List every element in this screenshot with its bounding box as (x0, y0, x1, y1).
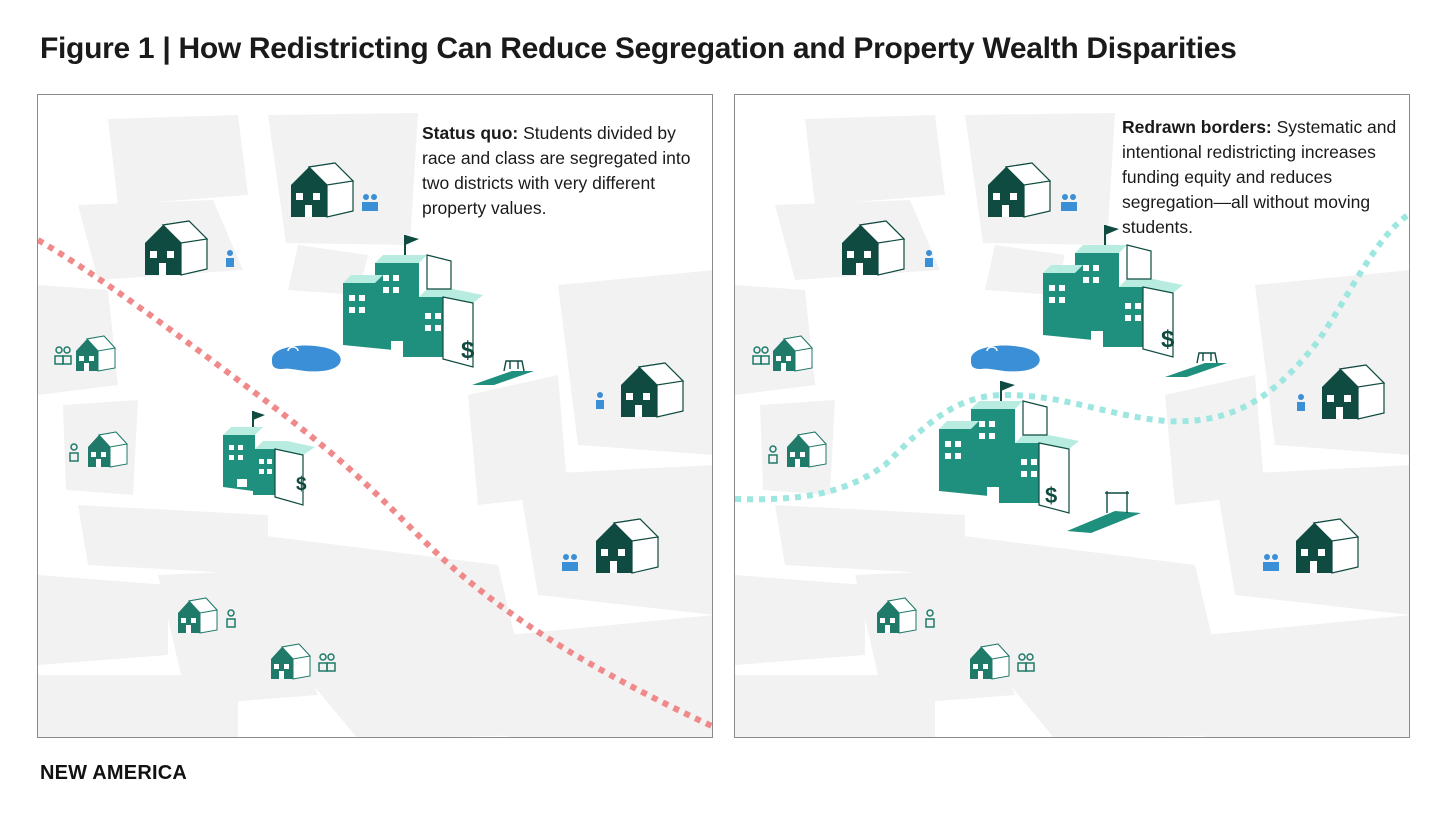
school-dollar-label: $ (1161, 326, 1175, 353)
pond-icon (271, 344, 342, 373)
person-icon (1271, 554, 1279, 571)
school-dollar-label: $ (461, 337, 475, 364)
caption-heading: Status quo: (422, 123, 519, 143)
pond-icon (970, 344, 1041, 373)
redrawn-borders-panel: $ $ Redrawn borders: Systematic and inte… (734, 94, 1410, 738)
person-icon (1061, 194, 1069, 211)
person-icon (1263, 554, 1271, 571)
redrawn-borders-caption: Redrawn borders: Systematic and intentio… (1122, 115, 1407, 240)
person-icon (596, 392, 604, 409)
caption-body: Students divided by race and class are s… (422, 123, 691, 218)
caption-body: Systematic and intentional redistricting… (1122, 117, 1397, 237)
playground-icon (1164, 352, 1228, 378)
publisher-logo: NEW AMERICA (40, 762, 188, 784)
district-border-line (735, 210, 1409, 503)
status-quo-panel: $ $ Status quo: Students divided by race… (37, 94, 713, 738)
school-dollar-label: $ (296, 474, 307, 495)
person-icon (562, 554, 570, 571)
status-quo-map: $ $ (38, 113, 712, 737)
person-icon (925, 250, 933, 267)
status-quo-caption: Status quo: Students divided by race and… (422, 121, 712, 221)
person-icon (226, 250, 234, 267)
playground-icon (471, 360, 535, 386)
redrawn-borders-map: $ $ (735, 113, 1409, 737)
person-icon (362, 194, 370, 211)
district-border-line (38, 237, 712, 730)
school-dollar-label: $ (1045, 483, 1057, 508)
person-icon (570, 554, 578, 571)
person-icon (1069, 194, 1077, 211)
person-icon (1297, 394, 1305, 411)
caption-heading: Redrawn borders: (1122, 117, 1272, 137)
person-icon (370, 194, 378, 211)
figure-title: Figure 1 | How Redistricting Can Reduce … (40, 32, 1237, 65)
playground-icon (1067, 491, 1141, 533)
